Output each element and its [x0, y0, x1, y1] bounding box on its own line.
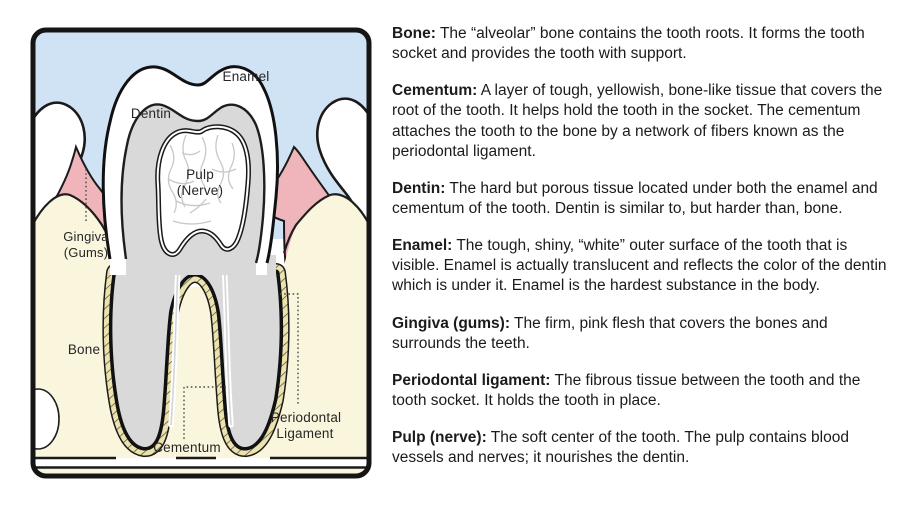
tooth-anatomy-diagram: Enamel Dentin Pulp (Nerve) Gingiva (Gums… — [30, 27, 372, 479]
label-pulp: Pulp — [186, 167, 214, 182]
term-bone: Bone: — [392, 25, 436, 42]
label-periodontal: Periodontal — [271, 410, 342, 425]
bone-outline-right — [282, 193, 369, 254]
text-enamel: The tough, shiny, “white” outer surface … — [392, 237, 887, 295]
enamel-outline — [101, 65, 279, 264]
term-enamel: Enamel: — [392, 237, 453, 255]
diagram-panel: Enamel Dentin Pulp (Nerve) Gingiva (Gums… — [30, 27, 372, 479]
text-dentin: The hard but porous tissue located under… — [392, 179, 878, 217]
periodontal-leader — [280, 293, 299, 405]
definition-periodontal: Periodontal ligament: The fibrous tissue… — [392, 371, 888, 411]
text-pulp: The soft center of the tooth. The pulp c… — [392, 429, 849, 467]
dentin-outline — [120, 103, 266, 264]
term-pulp: Pulp (nerve): — [392, 429, 487, 447]
definition-dentin: Dentin: The hard but porous tissue locat… — [392, 179, 888, 219]
cementum-leader — [183, 386, 226, 439]
diagram-frame-border — [30, 27, 372, 479]
root-dentin — [112, 255, 280, 448]
label-dentin: Dentin — [131, 106, 171, 121]
label-gingiva: Gingiva — [63, 229, 109, 244]
jaw-base-strip — [33, 458, 369, 467]
definition-pulp: Pulp (nerve): The soft center of the too… — [392, 428, 888, 468]
term-periodontal: Periodontal ligament: — [392, 371, 551, 389]
definition-bone: Bone: The “alveolar” bone contains the t… — [392, 24, 888, 64]
definition-gingiva: Gingiva (gums): The firm, pink flesh tha… — [392, 314, 888, 354]
label-bone: Bone — [68, 342, 100, 357]
term-gingiva: Gingiva (gums): — [392, 314, 510, 332]
text-periodontal: The fibrous tissue between the tooth and… — [392, 371, 861, 409]
definition-cementum: Cementum: A layer of tough, yellowish, b… — [392, 81, 888, 162]
definition-enamel: Enamel: The tough, shiny, “white” outer … — [392, 236, 888, 296]
label-enamel: Enamel — [223, 69, 270, 84]
nerve-branches — [167, 134, 237, 225]
text-bone: The “alveolar” bone contains the tooth r… — [392, 25, 865, 63]
term-cementum: Cementum: — [392, 82, 478, 100]
pulp-chamber-inner-line — [156, 125, 250, 256]
label-gums: (Gums) — [64, 245, 109, 260]
text-gingiva: The firm, pink flesh that covers the bon… — [392, 314, 828, 352]
label-cementum: Cementum — [153, 440, 221, 455]
leader-lines — [85, 169, 299, 439]
bone-marrow-space — [33, 388, 60, 450]
definitions-panel: Bone: The “alveolar” bone contains the t… — [392, 24, 888, 485]
term-dentin: Dentin: — [392, 179, 446, 197]
label-ligament: Ligament — [276, 426, 333, 441]
text-cementum: A layer of tough, yellowish, bone-like t… — [392, 82, 883, 160]
label-pulp-nerve: (Nerve) — [177, 183, 223, 198]
